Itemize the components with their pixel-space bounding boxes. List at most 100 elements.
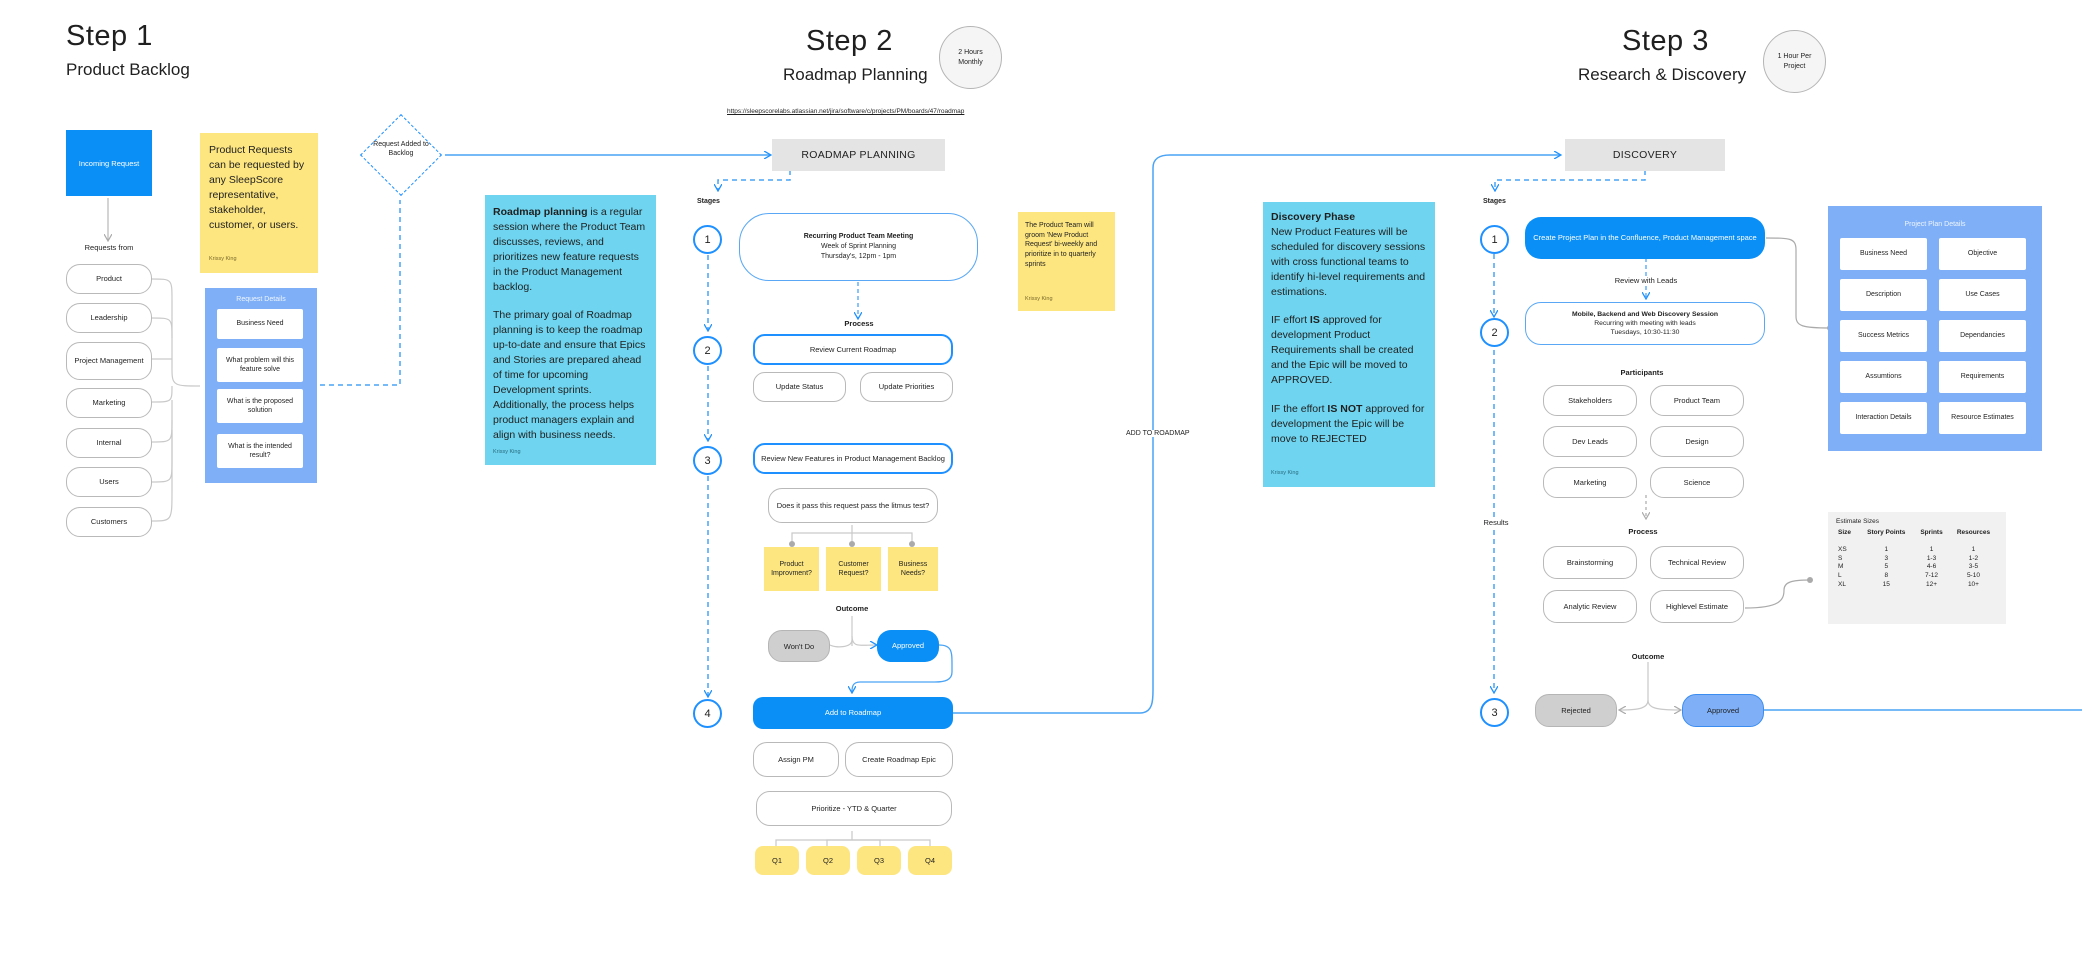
table-cell: 3-5	[1968, 563, 1979, 571]
estimate-sizes-title: Estimate Sizes	[1836, 518, 1879, 525]
discovery-desc-author: Krissy King	[1271, 470, 1299, 476]
process-technical-review[interactable]: Technical Review	[1650, 546, 1744, 579]
session-line2: Tuesdays, 10:30-11:30	[1610, 329, 1680, 337]
quarter-q3: Q3	[857, 846, 901, 875]
estimate-header-sprints: Sprints	[1920, 529, 1943, 536]
requester-internal[interactable]: Internal	[66, 428, 152, 458]
step3-title: Step 3	[1622, 25, 1709, 57]
requester-product[interactable]: Product	[66, 264, 152, 294]
add-to-roadmap-box[interactable]: Add to Roadmap	[753, 697, 953, 729]
discovery-desc-para1: New Product Features will be scheduled f…	[1271, 225, 1426, 298]
table-cell: 3	[1884, 554, 1889, 562]
step2-outcome-label: Outcome	[835, 604, 869, 613]
step2-side-note-author: Krissy King	[1025, 296, 1053, 302]
step2-side-note-text: The Product Team will groom 'New Product…	[1025, 222, 1098, 268]
project-plan-details-panel: Project Plan Details Business Need Objec…	[1828, 206, 2042, 451]
step3-approved-box[interactable]: Approved	[1682, 694, 1764, 727]
update-priorities-box[interactable]: Update Priorities	[860, 372, 953, 402]
plan-success-metrics: Success Metrics	[1840, 320, 1927, 352]
plan-business-need: Business Need	[1840, 238, 1927, 270]
table-cell: 1-2	[1968, 554, 1979, 562]
request-details-title: Request Details	[236, 296, 286, 303]
process-highlevel-estimate[interactable]: Highlevel Estimate	[1650, 590, 1744, 623]
estimate-sizes-table: Estimate Sizes Size Story Points Sprints…	[1828, 512, 2006, 624]
table-cell: 1	[1929, 545, 1934, 553]
create-epic-box[interactable]: Create Roadmap Epic	[845, 742, 953, 777]
participant-science: Science	[1650, 467, 1744, 498]
session-line1: Recurring with meeting with leads	[1594, 319, 1696, 327]
rejected-box[interactable]: Rejected	[1535, 694, 1617, 727]
estimate-header-size: Size	[1838, 529, 1852, 536]
plan-objective: Objective	[1939, 238, 2026, 270]
wont-do-box[interactable]: Won't Do	[768, 630, 830, 662]
step2-stage-1: 1	[693, 225, 722, 254]
requester-users[interactable]: Users	[66, 467, 152, 497]
discovery-desc-para2-a: IF effort	[1271, 314, 1310, 327]
discovery-desc-heading: Discovery Phase	[1271, 211, 1356, 223]
table-cell: 5	[1884, 563, 1889, 571]
recurring-meeting-box: Recurring Product Team Meeting Week of S…	[739, 213, 978, 281]
step1-note-author: Krissy King	[209, 256, 237, 262]
requester-leadership[interactable]: Leadership	[66, 303, 152, 333]
discovery-session-box: Mobile, Backend and Web Discovery Sessio…	[1525, 302, 1765, 345]
process-analytic-review[interactable]: Analytic Review	[1543, 590, 1637, 623]
plan-requirements: Requirements	[1939, 361, 2026, 393]
detail-intended-result: What is the intended result?	[217, 434, 303, 468]
step3-time-badge: 1 Hour Per Project	[1763, 30, 1826, 93]
estimate-header-resources: Resources	[1956, 529, 1991, 536]
table-cell: 4-6	[1926, 563, 1937, 571]
table-cell: S	[1838, 554, 1843, 562]
step3-outcome-label: Outcome	[1631, 652, 1665, 661]
incoming-request-box[interactable]: Incoming Request	[66, 130, 152, 196]
table-cell: 15	[1882, 580, 1890, 588]
results-label: Results	[1478, 518, 1514, 527]
update-status-box[interactable]: Update Status	[753, 372, 846, 402]
table-cell: 5-10	[1966, 572, 1980, 580]
step3-stage-1: 1	[1480, 225, 1509, 254]
table-cell: 12+	[1926, 580, 1938, 588]
requester-project-management[interactable]: Project Management	[66, 342, 152, 380]
criteria-product-improvement: Product Improvment?	[764, 547, 819, 591]
criteria-business-needs: Business Needs?	[888, 547, 938, 591]
step2-stage-4: 4	[693, 699, 722, 728]
step2-time-badge: 2 Hours Monthly	[939, 26, 1002, 89]
criteria-dot-1	[789, 541, 795, 547]
meeting-line1: Week of Sprint Planning	[821, 243, 896, 251]
discovery-desc-para3-b: approved for development the Epic will b…	[1271, 402, 1425, 445]
process-brainstorming[interactable]: Brainstorming	[1543, 546, 1637, 579]
quarter-q1: Q1	[755, 846, 799, 875]
criteria-dot-3	[909, 541, 915, 547]
review-roadmap-box[interactable]: Review Current Roadmap	[753, 334, 953, 365]
review-new-features-box[interactable]: Review New Features in Product Managemen…	[753, 443, 953, 474]
step2-stages-label: Stages	[697, 198, 720, 205]
meeting-line2: Thursday's, 12pm - 1pm	[820, 252, 897, 260]
assign-pm-box[interactable]: Assign PM	[753, 742, 839, 777]
discovery-desc-para2: IF effort IS approved for development Pr…	[1271, 313, 1427, 388]
step2-stage-2: 2	[693, 336, 722, 365]
requester-customers[interactable]: Customers	[66, 507, 152, 537]
plan-dependancies: Dependancies	[1939, 320, 2026, 352]
create-project-plan-box[interactable]: Create Project Plan in the Confluence, P…	[1525, 217, 1765, 259]
detail-problem: What problem will this feature solve	[217, 348, 303, 382]
step3-badge-text: 1 Hour Per Project	[1777, 53, 1812, 70]
detail-business-need: Business Need	[217, 309, 303, 339]
table-cell: 1	[1884, 545, 1889, 553]
roadmap-desc-para1-rest: is a regular session where the Product T…	[493, 206, 646, 293]
request-details-panel: Request Details Business Need What probl…	[205, 288, 317, 483]
quarter-q2: Q2	[806, 846, 850, 875]
meeting-title: Recurring Product Team Meeting	[803, 233, 914, 241]
estimate-header-row: Size Story Points Sprints Resources	[1836, 529, 1998, 538]
requesters-bracket	[151, 278, 201, 522]
step2-approved-box[interactable]: Approved	[877, 630, 939, 662]
step1-note-text: Product Requests can be requested by any…	[209, 144, 305, 231]
prioritize-box[interactable]: Prioritize - YTD & Quarter	[756, 791, 952, 826]
roadmap-url-link[interactable]: https://sleepscorelabs.atlassian.net/jir…	[727, 108, 965, 115]
discovery-description-note: Discovery Phase New Product Features wil…	[1263, 202, 1435, 487]
step3-stages-label: Stages	[1483, 198, 1506, 205]
roadmap-desc-bold-lead: Roadmap planning	[493, 206, 588, 218]
requester-marketing[interactable]: Marketing	[66, 388, 152, 418]
add-to-roadmap-connector	[953, 155, 1560, 714]
